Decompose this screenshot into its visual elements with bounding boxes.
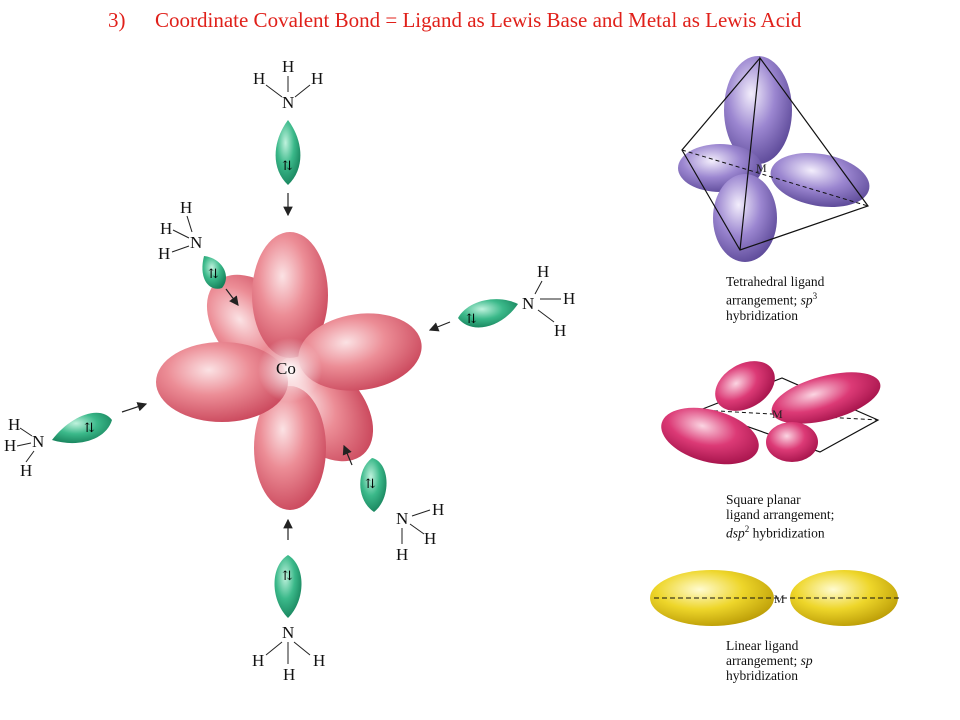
tetrahedral-caption: Tetrahedral ligand arrangement; sp3 hybr…	[726, 274, 824, 323]
ligand-top-electron-pair: ⇅	[282, 158, 293, 173]
linear-caption-line2: arrangement; sp	[726, 653, 813, 668]
ligand-bottom-lone-pair-lobe	[274, 555, 302, 618]
ligand-top-h1: H	[282, 57, 294, 76]
title-number: 3)	[108, 8, 126, 32]
ligand-right: H H H N ⇅	[428, 262, 575, 340]
ligand-bottom-electron-pair: ⇅	[282, 568, 293, 583]
sq-caption-line3: dsp2 hybridization	[726, 524, 825, 541]
tetra-lobe-right	[770, 152, 870, 208]
ligand-lr-h3: H	[396, 545, 408, 564]
ligand-ul-electron-pair: ⇅	[208, 266, 219, 281]
sq-lobe-right	[771, 372, 881, 424]
ligand-top-lone-pair-lobe	[275, 120, 301, 185]
ligand-upper-left: H H H N ⇅	[158, 198, 239, 306]
linear-caption-line1: Linear ligand	[726, 638, 799, 653]
ligand-ul-h3: H	[158, 244, 170, 263]
ligand-lower-right: ⇅ N H H H	[342, 444, 444, 564]
co-lobe-top	[252, 232, 328, 358]
ligand-right-h2: H	[563, 289, 575, 308]
ligand-bottom-h3: H	[283, 665, 295, 684]
ligand-top-n: N	[282, 93, 294, 112]
tetra-caption-line2: arrangement; sp3	[726, 291, 818, 308]
sq-caption-line2: ligand arrangement;	[726, 507, 835, 522]
co-lobe-right	[298, 313, 422, 391]
title-text: Coordinate Covalent Bond = Ligand as Lew…	[155, 8, 802, 32]
linear-center-m: M	[774, 592, 785, 606]
ligand-left-h1: H	[8, 415, 20, 434]
ligand-right-electron-pair: ⇅	[466, 311, 477, 326]
linear-lobe-right	[790, 570, 898, 626]
ligand-lr-h1: H	[432, 500, 444, 519]
ligand-ul-n: N	[190, 233, 202, 252]
linear-caption: Linear ligand arrangement; sp hybridizat…	[726, 638, 813, 683]
ligand-ul-lone-pair-lobe	[202, 256, 226, 289]
ligand-left-n: N	[32, 432, 44, 451]
co-lobe-bottom	[254, 386, 326, 510]
co-lobe-left	[156, 342, 288, 422]
tetra-lobe-top	[724, 56, 792, 164]
tetra-center-m: M	[756, 161, 767, 175]
tetra-lobe-bottom	[713, 174, 777, 262]
tetra-caption-line3: hybridization	[726, 307, 798, 323]
ligand-right-lone-pair-lobe	[458, 299, 518, 328]
ligand-lr-n: N	[396, 509, 408, 528]
ligand-bottom-h2: H	[313, 651, 325, 670]
square-planar-orbital-figure: M	[661, 361, 881, 465]
ligand-right-h1: H	[537, 262, 549, 281]
ligand-bottom-h1: H	[252, 651, 264, 670]
ligand-right-h3: H	[554, 321, 566, 340]
ligand-left-electron-pair: ⇅	[84, 420, 95, 435]
tetrahedral-orbital-figure: M	[678, 56, 870, 262]
ligand-ul-h2: H	[160, 219, 172, 238]
ligand-top-h2: H	[253, 69, 265, 88]
ligand-top: H H H N ⇅	[253, 57, 323, 217]
metal-label-co: Co	[276, 359, 296, 378]
ligand-lr-lone-pair-lobe	[360, 458, 387, 512]
linear-orbital-figure: M	[650, 570, 900, 626]
ligand-lr-h2: H	[424, 529, 436, 548]
ligand-left-h2: H	[4, 436, 16, 455]
sq-lobe-top-left	[715, 361, 775, 411]
ligand-right-n: N	[522, 294, 534, 313]
linear-caption-line3: hybridization	[726, 668, 798, 683]
sq-caption-line1: Square planar	[726, 492, 801, 507]
ligand-left-h3: H	[20, 461, 32, 480]
ligand-left: H H H N ⇅	[4, 402, 148, 480]
square-planar-caption: Square planar ligand arrangement; dsp2 h…	[726, 492, 834, 541]
sq-lobe-left	[661, 407, 759, 465]
ligand-ul-h1: H	[180, 198, 192, 217]
ligand-bottom-n: N	[282, 623, 294, 642]
sq-center-m: M	[772, 407, 783, 421]
ligand-left-lone-pair-lobe	[52, 412, 112, 444]
ligand-bottom: ⇅ N H H H	[252, 518, 325, 684]
sq-lobe-bottom-right	[766, 422, 818, 462]
ligand-lr-electron-pair: ⇅	[365, 476, 376, 491]
ligand-top-h3: H	[311, 69, 323, 88]
tetra-caption-line1: Tetrahedral ligand	[726, 274, 825, 289]
